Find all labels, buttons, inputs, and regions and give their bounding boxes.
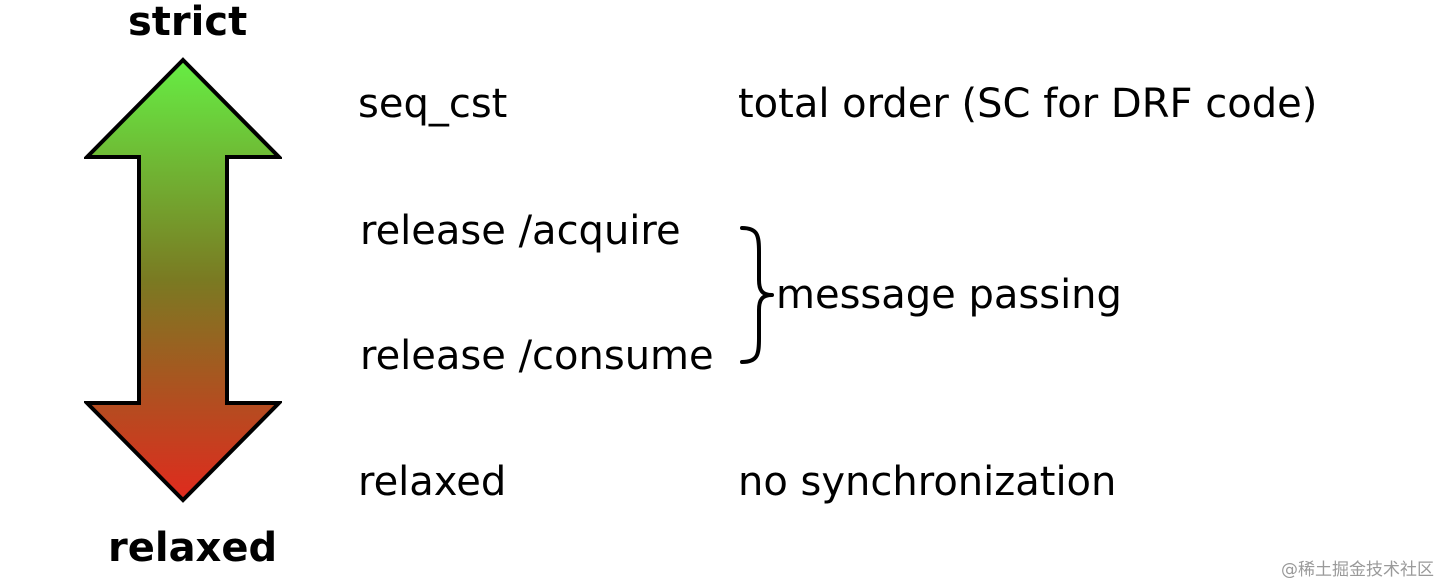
brace-path xyxy=(740,226,774,364)
order-relaxed: relaxed xyxy=(358,459,507,505)
desc-message-passing: message passing xyxy=(776,272,1122,318)
right-curly-brace xyxy=(740,226,774,364)
order-release-acquire: release /acquire xyxy=(360,208,681,254)
desc-total-order: total order (SC for DRF code) xyxy=(738,81,1318,127)
relaxed-endpoint-label: relaxed xyxy=(108,525,278,571)
order-release-consume: release /consume xyxy=(360,333,714,379)
site-watermark: @稀土掘金技术社区 xyxy=(1281,560,1434,580)
order-seq-cst: seq_cst xyxy=(358,81,508,127)
strict-label: strict xyxy=(128,0,248,45)
double-arrow-shape xyxy=(84,57,282,503)
strictness-double-arrow xyxy=(84,57,282,503)
desc-no-synchronization: no synchronization xyxy=(738,459,1117,505)
